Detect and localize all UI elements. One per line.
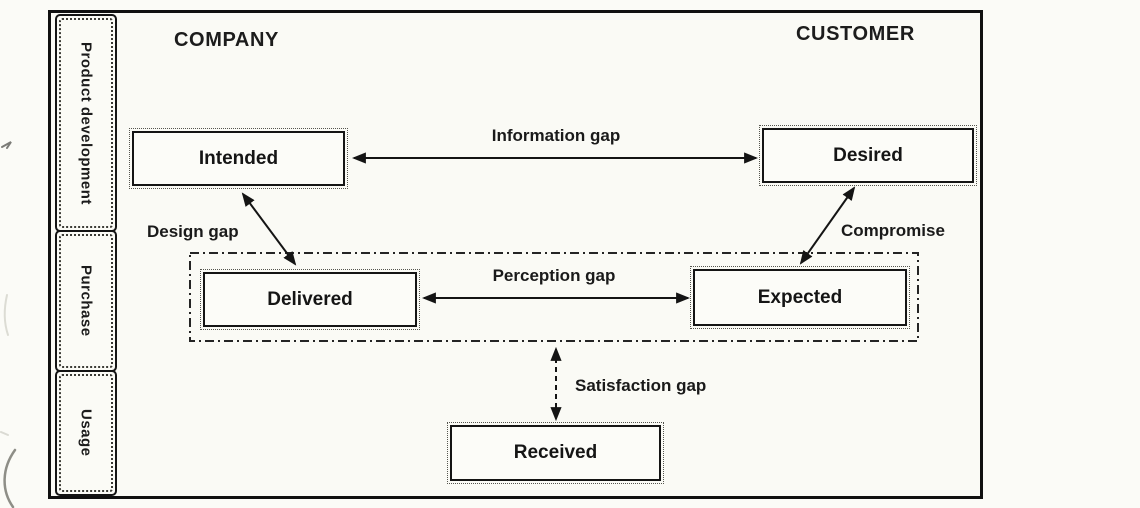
customer-header: CUSTOMER — [796, 23, 915, 45]
node-desired: Desired — [759, 125, 977, 186]
node-desired-label: Desired — [833, 144, 903, 166]
node-delivered: Delivered — [200, 269, 420, 330]
node-expected-label: Expected — [757, 286, 843, 308]
stage-usage: Usage — [55, 370, 117, 496]
perception-gap-label: Perception gap — [492, 266, 616, 285]
compromise-label: Compromise — [841, 221, 945, 240]
node-received-label: Received — [513, 442, 598, 463]
stage-product-development-label: Product development — [59, 18, 113, 228]
stage-product-development: Product development — [55, 14, 117, 232]
node-intended: Intended — [129, 128, 348, 189]
stage-purchase-label: Purchase — [59, 234, 113, 368]
design-gap-label: Design gap — [147, 222, 239, 241]
information-gap-label: Information gap — [491, 126, 621, 145]
node-intended-label: Intended — [198, 147, 279, 169]
stage-usage-label: Usage — [59, 374, 113, 492]
margin-scribble — [0, 141, 17, 508]
satisfaction-gap-label: Satisfaction gap — [575, 376, 707, 395]
node-received: Received — [447, 422, 664, 484]
company-header: COMPANY — [174, 29, 279, 51]
stage-purchase: Purchase — [55, 230, 117, 372]
node-delivered-label: Delivered — [267, 288, 353, 310]
node-expected: Expected — [690, 266, 910, 329]
